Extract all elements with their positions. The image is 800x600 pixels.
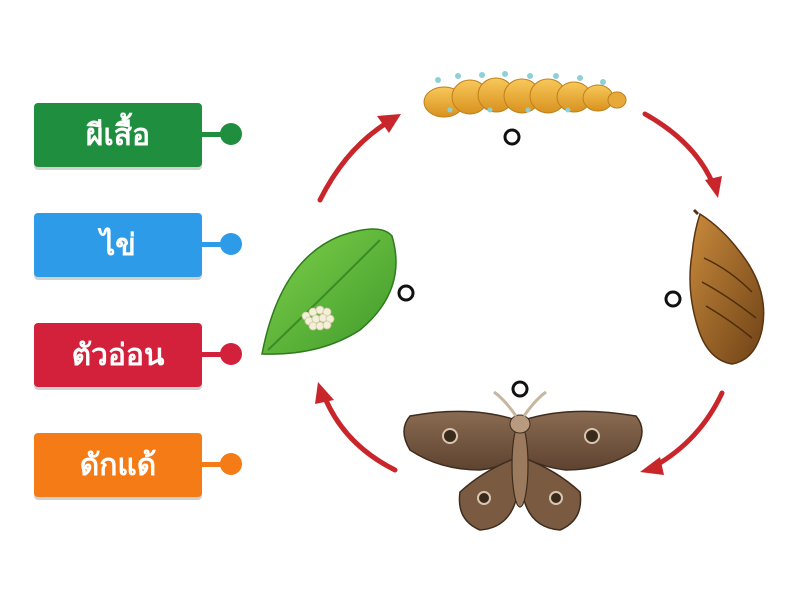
label-card-pupa[interactable]: ดักแด้ (34, 433, 246, 497)
connector-line (202, 242, 232, 247)
pupa-icon (689, 208, 765, 365)
leaf-with-eggs-icon (261, 228, 397, 355)
label-card-egg[interactable]: ไข่ (34, 213, 246, 277)
label-pupa[interactable]: ดักแด้ (34, 433, 202, 497)
cycle-arrow-pupa-to-moth (640, 390, 725, 475)
cycle-arrow-moth-to-leaf (315, 382, 398, 473)
cycle-arrow-larva-to-pupa (642, 111, 722, 198)
connector-line (202, 462, 232, 467)
label-butterfly[interactable]: ผีเสื้อ (34, 103, 202, 167)
label-text: ไข่ (100, 227, 136, 263)
drop-target-moth[interactable] (511, 380, 529, 398)
drag-handle-dot[interactable] (220, 123, 242, 145)
drop-target-egg[interactable] (397, 284, 415, 302)
connector-line (202, 352, 232, 357)
label-larva[interactable]: ตัวอ่อน (34, 323, 202, 387)
label-text: ตัวอ่อน (71, 337, 165, 373)
caterpillar-icon (423, 71, 627, 118)
connector-line (202, 132, 232, 137)
egg-cluster (301, 305, 335, 331)
drag-handle-dot[interactable] (220, 453, 242, 475)
drag-handle-dot[interactable] (220, 343, 242, 365)
label-egg[interactable]: ไข่ (34, 213, 202, 277)
drop-target-larva[interactable] (503, 128, 521, 146)
label-card-larva[interactable]: ตัวอ่อน (34, 323, 246, 387)
drag-handle-dot[interactable] (220, 233, 242, 255)
label-text: ผีเสื้อ (85, 117, 151, 153)
label-text: ดักแด้ (79, 447, 157, 483)
drop-target-pupa[interactable] (664, 290, 682, 308)
cycle-arrow-leaf-to-larva (317, 114, 401, 203)
moth-icon (403, 390, 643, 531)
label-card-butterfly[interactable]: ผีเสื้อ (34, 103, 246, 167)
